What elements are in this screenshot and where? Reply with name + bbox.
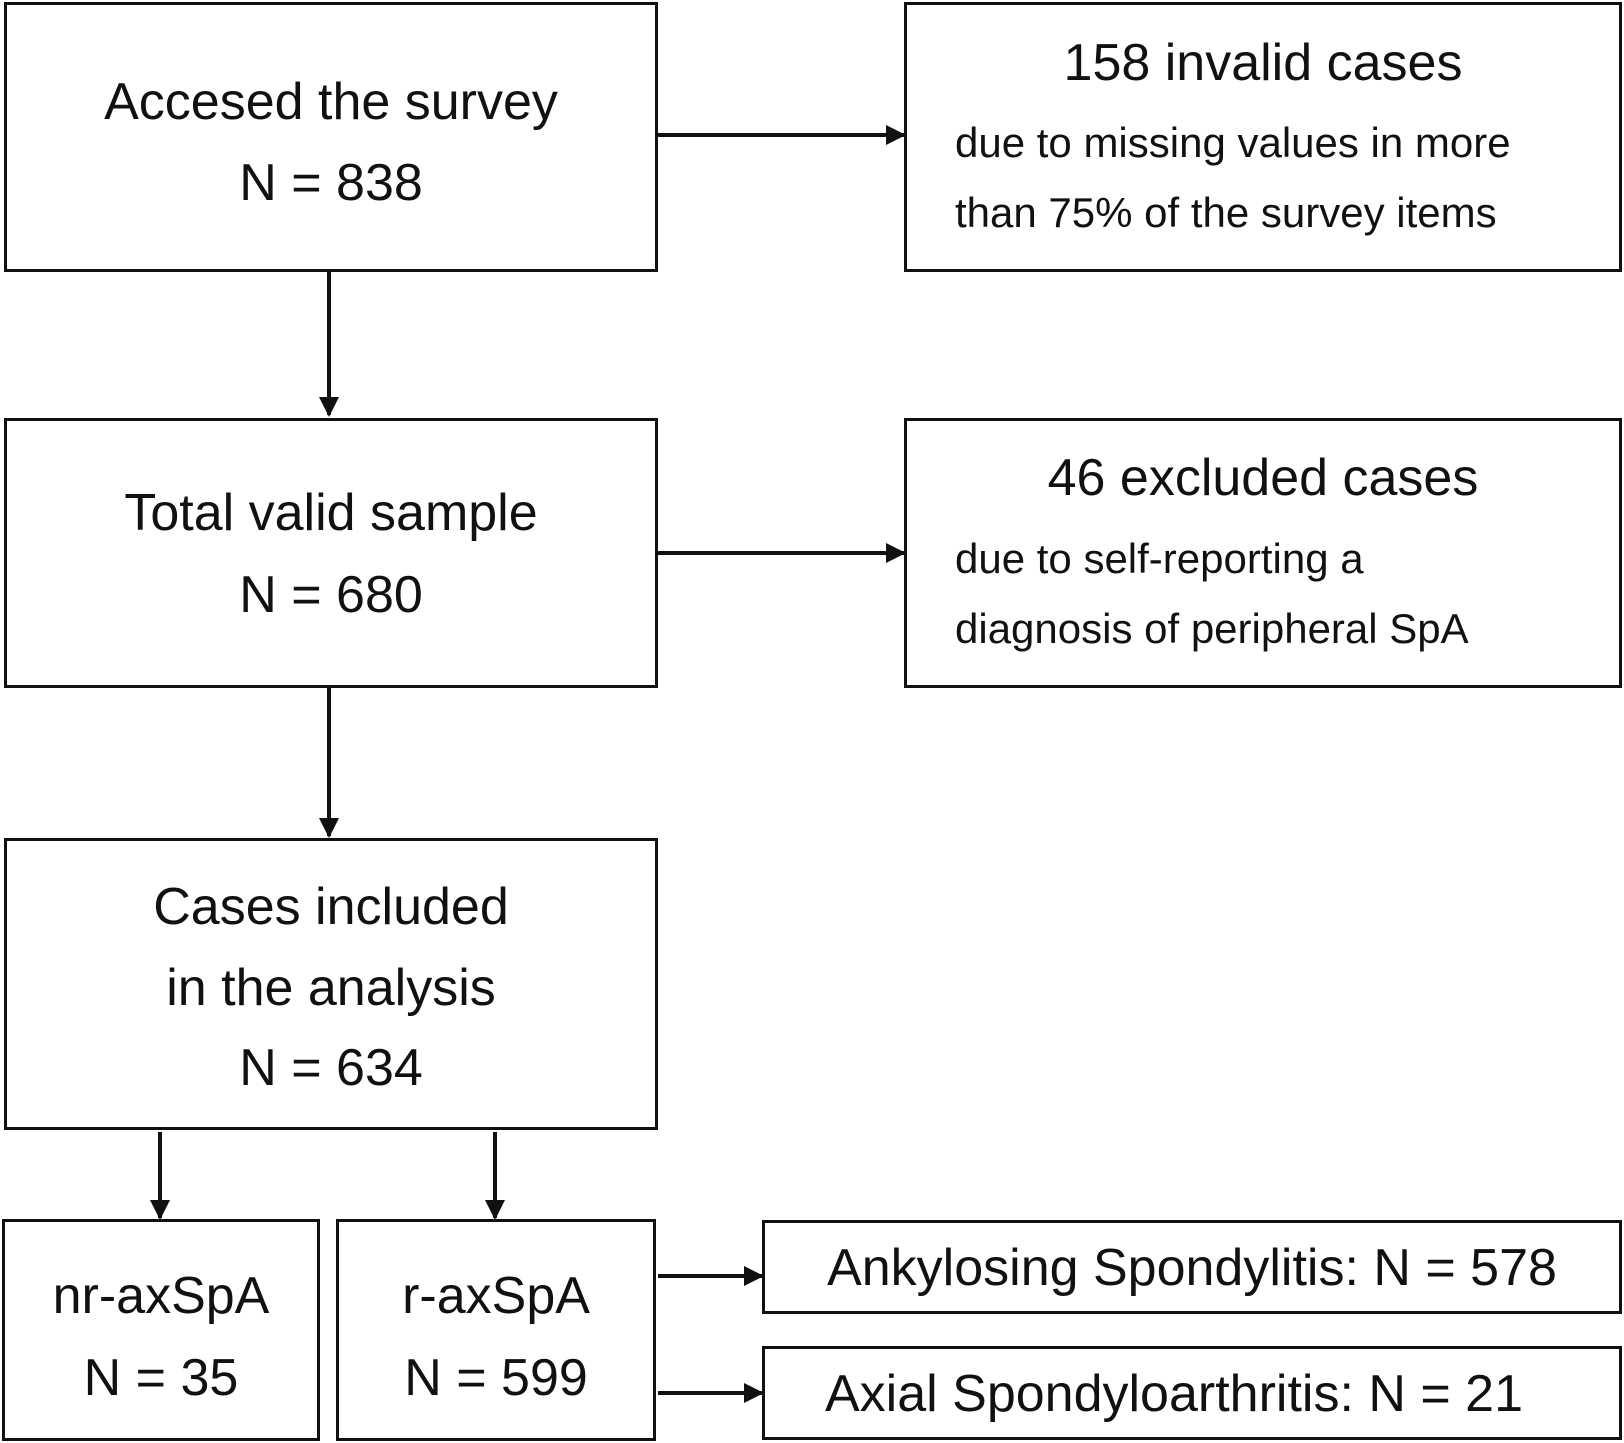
- valid-sample-box: Total valid sample N = 680: [4, 418, 658, 688]
- included-cases-title-line2: in the analysis: [166, 959, 496, 1017]
- accessed-survey-title: Accesed the survey: [104, 73, 558, 131]
- invalid-cases-reason-line2: than 75% of the survey items: [955, 189, 1497, 236]
- accessed-survey-count: N = 838: [239, 154, 423, 212]
- excluded-cases-reason-line2: diagnosis of peripheral SpA: [955, 605, 1469, 652]
- invalid-cases-box: 158 invalid cases due to missing values …: [904, 2, 1622, 272]
- nr-axspa-box: nr-axSpA N = 35: [2, 1219, 320, 1441]
- excluded-cases-title: 46 excluded cases: [1047, 449, 1479, 507]
- r-axspa-count: N = 599: [404, 1349, 588, 1407]
- axial-spondyloarthritis-box: Axial Spondyloarthritis: N = 21: [762, 1346, 1622, 1440]
- invalid-cases-title: 158 invalid cases: [1063, 34, 1463, 92]
- valid-sample-title: Total valid sample: [124, 484, 538, 542]
- axial-spondyloarthritis-label: Axial Spondyloarthritis: N = 21: [824, 1365, 1523, 1423]
- included-cases-count: N = 634: [239, 1039, 423, 1097]
- valid-sample-count: N = 680: [239, 566, 423, 624]
- ankylosing-spondylitis-box: Ankylosing Spondylitis: N = 578: [762, 1220, 1622, 1314]
- r-axspa-title: r-axSpA: [402, 1267, 590, 1325]
- excluded-cases-box: 46 excluded cases due to self-reporting …: [904, 418, 1622, 688]
- nr-axspa-title: nr-axSpA: [52, 1267, 270, 1325]
- ankylosing-spondylitis-label: Ankylosing Spondylitis: N = 578: [827, 1239, 1557, 1297]
- included-cases-title-line1: Cases included: [153, 878, 509, 936]
- accessed-survey-box: Accesed the survey N = 838: [4, 2, 658, 272]
- excluded-cases-reason-line1: due to self-reporting a: [955, 535, 1364, 582]
- invalid-cases-reason-line1: due to missing values in more: [955, 119, 1511, 166]
- nr-axspa-count: N = 35: [83, 1349, 239, 1407]
- included-cases-box: Cases included in the analysis N = 634: [4, 838, 658, 1130]
- r-axspa-box: r-axSpA N = 599: [336, 1219, 656, 1441]
